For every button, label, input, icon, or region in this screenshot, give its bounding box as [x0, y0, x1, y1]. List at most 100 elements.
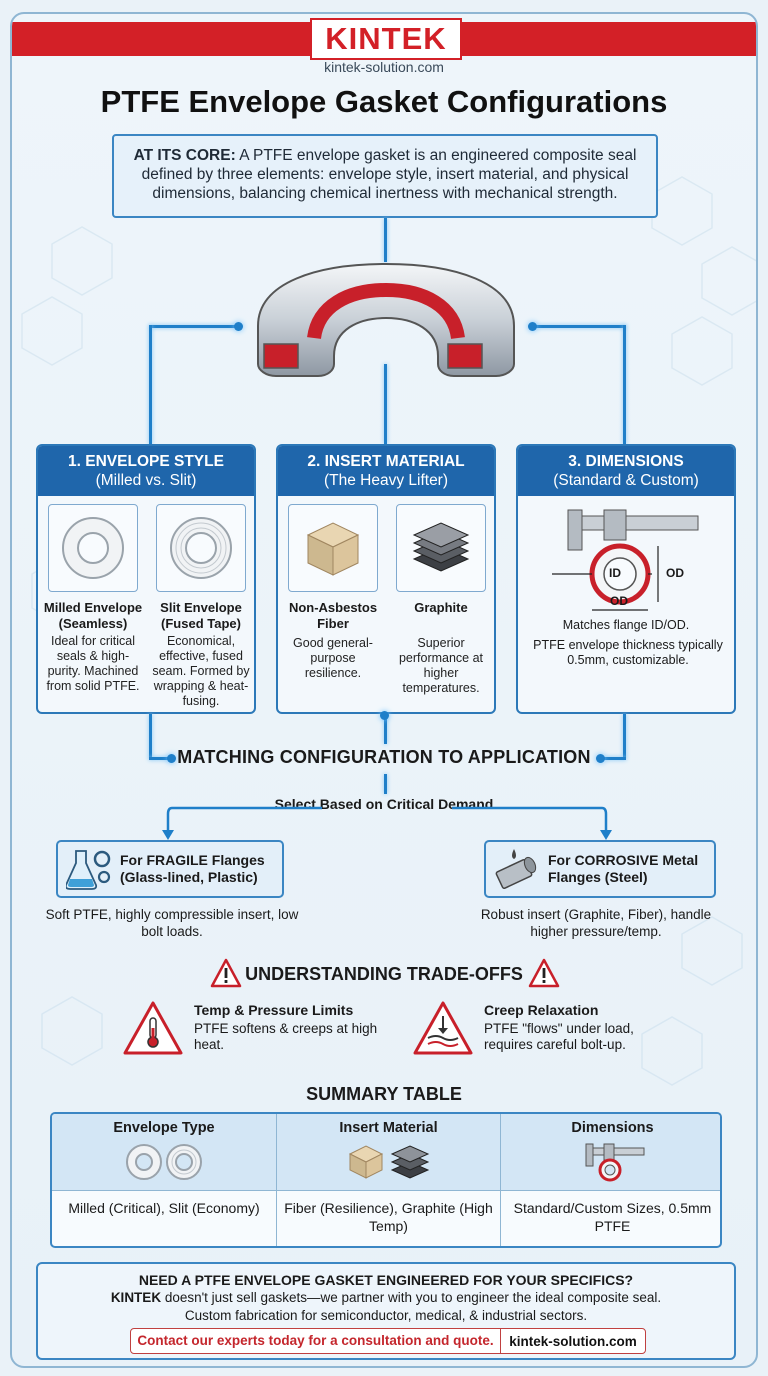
envelope-rings-icon	[126, 1144, 202, 1180]
core-text: A PTFE envelope gasket is an engineered …	[141, 147, 637, 202]
panel-subtitle: (The Heavy Lifter)	[323, 472, 449, 489]
fiber-tile	[288, 504, 378, 592]
panel-subtitle: (Milled vs. Slit)	[95, 472, 197, 489]
cta-contact-bar: Contact our experts today for a consulta…	[130, 1328, 646, 1354]
site-url[interactable]: kintek-solution.com	[324, 59, 444, 75]
cta-line-1: KINTEK doesn't just sell gaskets—we part…	[38, 1290, 734, 1306]
summary-column-header: Dimensions	[501, 1114, 720, 1191]
corrosive-flanges-box: For CORROSIVE Metal Flanges (Steel)	[484, 840, 716, 898]
connector-dot	[234, 322, 243, 331]
panel-header: 1. ENVELOPE STYLE (Milled vs. Slit)	[38, 446, 254, 496]
brand-logo: KINTEK	[310, 18, 462, 60]
fragile-flanges-box: For FRAGILE Flanges (Glass-lined, Plasti…	[56, 840, 284, 898]
milled-envelope-label: Milled Envelope (Seamless)	[43, 600, 143, 631]
slit-ring-tile	[156, 504, 246, 592]
connector-match-left-v	[149, 714, 152, 758]
milled-envelope-desc: Ideal for critical seals & high-purity. …	[46, 634, 140, 693]
tradeoff-title: Temp & Pressure Limits	[194, 1002, 354, 1018]
connector-center-v	[384, 364, 387, 444]
panel-subtitle: (Standard & Custom)	[553, 472, 699, 489]
summary-header-label: Insert Material	[339, 1120, 438, 1136]
insert-materials-icon	[348, 1145, 429, 1179]
summary-column-header: Envelope Type	[52, 1114, 276, 1191]
core-summary-box: AT ITS CORE: A PTFE envelope gasket is a…	[112, 134, 658, 218]
cta-site-link[interactable]: kintek-solution.com	[509, 1333, 637, 1349]
tradeoff-temp-pressure: Temp & Pressure Limits PTFE softens & cr…	[194, 1002, 384, 1053]
panel-title: 3. DIMENSIONS	[568, 453, 684, 470]
dimensions-desc-2: PTFE envelope thickness typically 0.5mm,…	[533, 638, 723, 667]
lab-flask-gear-icon	[66, 850, 111, 890]
matching-title: MATCHING CONFIGURATION TO APPLICATION	[177, 747, 591, 767]
panel-header: 2. INSERT MATERIAL (The Heavy Lifter)	[278, 446, 494, 496]
corrosive-flanges-desc: Robust insert (Graphite, Fiber), handle …	[480, 907, 712, 939]
creep-warning-icon	[413, 1001, 473, 1055]
summary-table: Envelope Type Milled (Critical), Slit (E…	[50, 1112, 722, 1248]
panel-insert-material: 2. INSERT MATERIAL (The Heavy Lifter) No…	[276, 444, 496, 714]
core-lead: AT ITS CORE:	[133, 147, 236, 164]
gasket-illustration	[257, 262, 515, 377]
infographic-frame: KINTEK kintek-solution.com PTFE Envelope…	[10, 12, 758, 1368]
fiber-block-icon	[306, 522, 360, 576]
milled-ring-icon	[62, 517, 124, 579]
graphite-tile	[396, 504, 486, 592]
connector-right-v	[623, 325, 626, 445]
corrosive-flanges-title: For CORROSIVE Metal Flanges (Steel)	[548, 852, 699, 885]
cta-brand: KINTEK	[110, 1290, 162, 1305]
summary-header-label: Envelope Type	[113, 1120, 215, 1136]
cta-contact-link[interactable]: Contact our experts today for a consulta…	[131, 1329, 501, 1353]
connector-dot	[528, 322, 537, 331]
brand-name: KINTEK	[325, 21, 447, 56]
fragile-flanges-title: For FRAGILE Flanges (Glass-lined, Plasti…	[120, 852, 265, 885]
summary-column: Envelope Type Milled (Critical), Slit (E…	[52, 1114, 276, 1246]
page-title: PTFE Envelope Gasket Configurations	[100, 84, 668, 119]
slit-ring-icon	[170, 517, 232, 579]
graphite-label: Graphite	[414, 600, 468, 615]
summary-cell: Milled (Critical), Slit (Economy)	[68, 1200, 260, 1216]
slit-envelope-desc: Economical, effective, fused seam. Forme…	[152, 634, 250, 708]
dimensions-desc-1: Matches flange ID/OD.	[562, 618, 690, 632]
summary-column-header: Insert Material	[277, 1114, 500, 1191]
tradeoff-title: Creep Relaxation	[484, 1002, 599, 1018]
summary-header-label: Dimensions	[571, 1120, 654, 1136]
connector-match-center	[384, 714, 387, 744]
panel-title: 2. INSERT MATERIAL	[307, 453, 465, 470]
warning-icon	[210, 958, 242, 988]
tradeoff-desc: PTFE "flows" under load, requires carefu…	[484, 1021, 634, 1052]
connector-right-h	[532, 325, 626, 328]
connector-dot	[167, 754, 176, 763]
cta-question: NEED A PTFE ENVELOPE GASKET ENGINEERED F…	[138, 1272, 634, 1288]
caliper-od-bottom-label: OD	[610, 594, 628, 608]
graphite-desc: Superior performance at higher temperatu…	[398, 636, 484, 695]
connector-match-left-h	[149, 757, 171, 760]
summary-column: Insert Material Fiber (Resilience), Grap…	[276, 1114, 500, 1246]
warning-icon	[528, 958, 560, 988]
milled-ring-tile	[48, 504, 138, 592]
connector-left-h	[150, 325, 238, 328]
cta-box: NEED A PTFE ENVELOPE GASKET ENGINEERED F…	[36, 1262, 736, 1360]
panel-header: 3. DIMENSIONS (Standard & Custom)	[518, 446, 734, 496]
fiber-desc: Good general-purpose resilience.	[293, 636, 373, 680]
caliper-od-side-label: OD	[666, 566, 684, 580]
connector-core-to-gasket	[384, 218, 387, 262]
cta-line-2: Custom fabrication for semiconductor, me…	[184, 1308, 588, 1323]
panel-dimensions: 3. DIMENSIONS (Standard & Custom) ID OD …	[516, 444, 736, 714]
summary-cell: Fiber (Resilience), Graphite (High Temp)	[284, 1200, 493, 1234]
connector-left-v	[149, 325, 152, 445]
connector-dot	[596, 754, 605, 763]
caliper-icon	[552, 509, 699, 611]
slit-envelope-label: Slit Envelope (Fused Tape)	[160, 600, 242, 631]
graphite-stack-icon	[412, 522, 470, 572]
summary-cell: Standard/Custom Sizes, 0.5mm PTFE	[513, 1200, 712, 1234]
caliper-id-label: ID	[609, 566, 621, 580]
tradeoff-desc: PTFE softens & creeps at high heat.	[194, 1021, 378, 1052]
fiber-label: Non-Asbestos Fiber	[288, 600, 378, 631]
connector-dot	[380, 711, 389, 720]
summary-column: Dimensions Standard/Custom Sizes, 0.5mm …	[500, 1114, 720, 1246]
corroded-pipe-icon	[495, 849, 537, 890]
panel-title: 1. ENVELOPE STYLE	[68, 453, 224, 470]
fragile-flanges-desc: Soft PTFE, highly compressible insert, l…	[45, 907, 299, 939]
cta-line-1-text: doesn't just sell gaskets—we partner wit…	[161, 1290, 662, 1305]
connector-match-right-h	[604, 757, 626, 760]
connector-match-right-v	[623, 714, 626, 758]
tradeoffs-title: UNDERSTANDING TRADE-OFFS	[245, 964, 523, 984]
